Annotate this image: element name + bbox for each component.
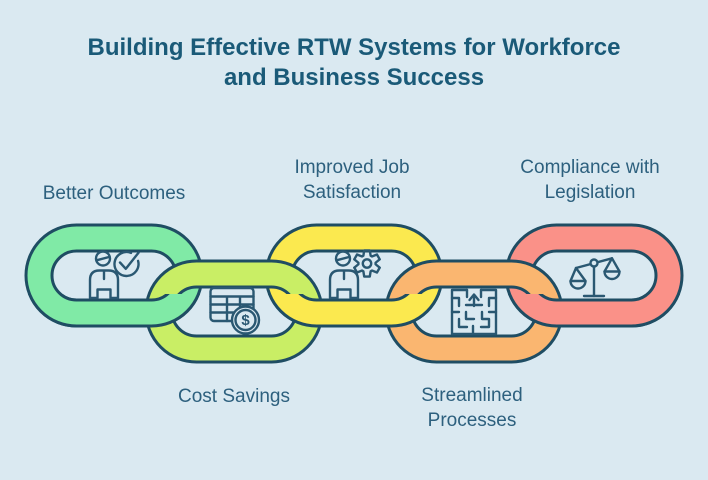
check-mark	[118, 251, 140, 270]
person-head-line	[95, 255, 111, 262]
scales-left-pan	[569, 279, 587, 290]
dollar-sign: $	[241, 312, 250, 329]
person-body	[88, 269, 120, 300]
label-compliance-legislation: Compliance with Legislation	[520, 157, 660, 203]
scales-right-strings	[603, 257, 621, 273]
maze-arrow-icon	[450, 288, 498, 336]
chain-link-improved-job-satisfaction-over	[267, 294, 441, 328]
label-better-outcomes: Better Outcomes	[42, 183, 186, 204]
gear-center	[361, 258, 373, 269]
maze-up-arrow	[468, 293, 480, 308]
label-improved-job-satisfaction: Improved Job Satisfaction	[294, 157, 410, 203]
scales-icon	[569, 257, 621, 298]
scales-right-pan	[603, 270, 621, 281]
scales-left-strings	[569, 266, 587, 283]
person-check-icon	[88, 250, 140, 300]
person-gear-icon	[328, 249, 381, 300]
title-line-1: Building Effective RTW Systems for Workf…	[87, 34, 621, 61]
chain-link-better-outcomes-over	[27, 294, 201, 328]
person-head	[334, 250, 352, 267]
table-dollar-icon: $	[209, 286, 261, 335]
gear-outline	[353, 249, 381, 278]
chain-link-compliance-legislation-over	[507, 294, 681, 328]
title-line-2: and Business Success	[223, 64, 485, 91]
table-grid-lines	[209, 295, 255, 323]
person-head	[94, 250, 112, 267]
page-title: Building Effective RTW Systems for Workf…	[0, 33, 708, 93]
chain-weave-overlaps	[27, 294, 681, 328]
dollar-circle-inner	[234, 308, 257, 332]
label-streamlined-processes: Streamlined Processes	[421, 385, 523, 431]
check-circle	[113, 250, 140, 278]
person-head-line	[335, 255, 351, 262]
label-cost-savings: Cost Savings	[178, 386, 290, 407]
person-body	[328, 269, 360, 300]
